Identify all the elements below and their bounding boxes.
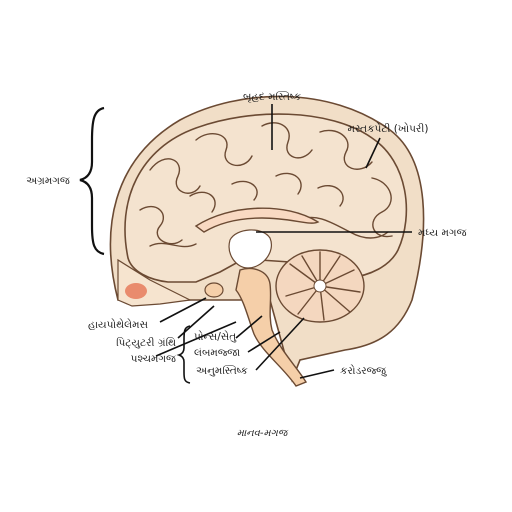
sinus-spot [125, 283, 147, 299]
leader-cerebellum [255, 317, 305, 371]
hindbrain-brace [176, 325, 191, 384]
label-hindbrain: પશ્ચમગજ [131, 353, 177, 365]
leader-pituitary [177, 305, 215, 339]
label-skull: મસ્તકપેટી (ખોપરી) [348, 122, 429, 135]
leader-medulla [247, 331, 281, 353]
label-hypothalamus: હાયપોથેલેમસ [88, 318, 148, 331]
thalamus-region [228, 229, 272, 269]
label-cerebellum: અનુમસ્તિષ્ક [196, 364, 248, 377]
corpus-callosum [194, 207, 320, 233]
label-midbrain: મધ્ય મગજ [418, 227, 468, 239]
leader-hindbrain [155, 321, 237, 357]
leader-pons [235, 315, 263, 339]
label-pons: પોન્સ/સેતુ [194, 330, 237, 343]
label-medulla: લંબમજ્જા [194, 346, 241, 359]
label-spinal-cord: કરોડરજ્જુ [340, 364, 387, 377]
cerebellum [275, 249, 365, 323]
leader-spinal-cord [299, 369, 335, 379]
cerebrum-gyri [139, 122, 393, 248]
forebrain-brace [79, 106, 105, 256]
pituitary-gland [204, 282, 224, 298]
label-cerebrum: બૃહદ મસ્તિષ્ક [243, 90, 302, 103]
label-forebrain: અગ્રમગજ [26, 175, 71, 187]
leader-hypothalamus [159, 297, 207, 323]
caption: માનવ-મગજ [237, 428, 290, 439]
leader-skull [365, 137, 381, 169]
brain-stem [235, 267, 308, 387]
label-pituitary: પિટ્યુટરી ગ્રંથિ [116, 336, 176, 349]
